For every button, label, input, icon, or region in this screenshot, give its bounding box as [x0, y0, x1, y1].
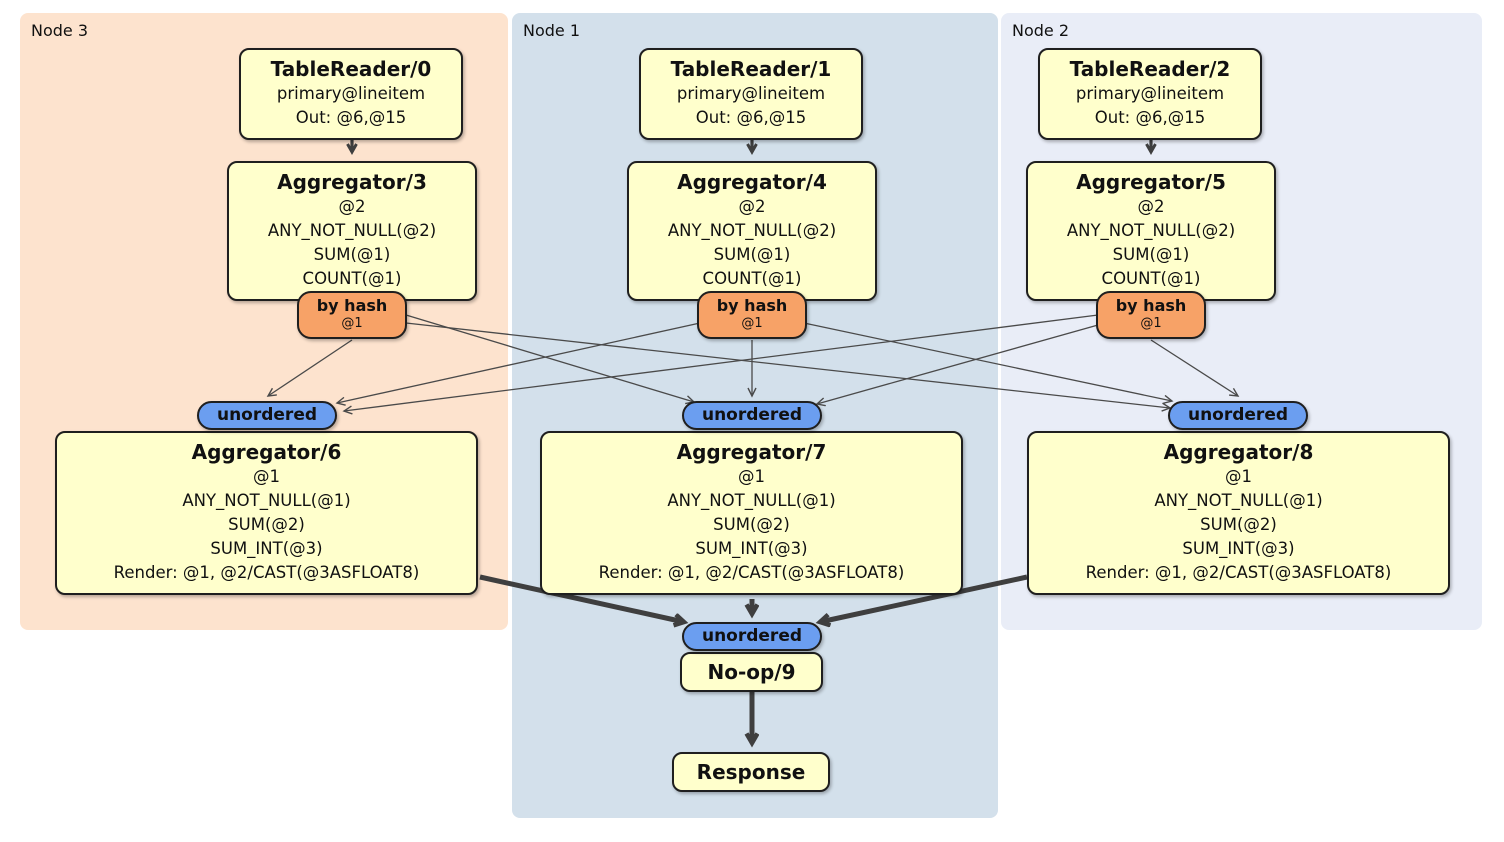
processor-detail: SUM_INT(@3): [210, 538, 323, 558]
table-reader-node: TableReader/0 primary@lineitem Out: @6,@…: [239, 48, 463, 140]
processor-detail: SUM(@2): [713, 514, 790, 534]
processor-detail: Render: @1, @2/CAST(@3ASFLOAT8): [113, 562, 420, 582]
table-reader-node: TableReader/2 primary@lineitem Out: @6,@…: [1038, 48, 1262, 140]
node-label: Node 1: [523, 21, 581, 40]
hash-router-node: by hash @1: [697, 291, 807, 339]
processor-title: TableReader/0: [270, 57, 432, 81]
processor-title: TableReader/2: [1069, 57, 1231, 81]
aggregator-node: Aggregator/8 @1 ANY_NOT_NULL(@1) SUM(@2)…: [1027, 431, 1450, 595]
processor-detail: SUM_INT(@3): [695, 538, 808, 558]
hash-router-fanout-edges: [268, 314, 1238, 411]
response-node: Response: [672, 752, 830, 792]
node-label: Node 2: [1012, 21, 1070, 40]
processor-detail: primary@lineitem: [1075, 84, 1225, 103]
unordered-sync-node: unordered: [1168, 401, 1308, 430]
processor-title: Aggregator/7: [676, 440, 827, 464]
processor-detail: ANY_NOT_NULL(@2): [1066, 220, 1236, 240]
unordered-sync-node: unordered: [682, 622, 822, 651]
processor-title: Aggregator/4: [677, 170, 827, 194]
processor-detail: COUNT(@1): [302, 268, 402, 288]
unordered-sync-node: unordered: [682, 401, 822, 430]
router-label: by hash: [316, 296, 388, 315]
processor-detail: Out: @6,@15: [1094, 107, 1206, 127]
processor-detail: SUM(@1): [713, 244, 791, 264]
hash-router-node: by hash @1: [297, 291, 407, 339]
hash-router-node: by hash @1: [1096, 291, 1206, 339]
processor-detail: SUM(@1): [1112, 244, 1190, 264]
processor-detail: @2: [738, 197, 766, 216]
processor-title: Aggregator/5: [1076, 170, 1226, 194]
processor-detail: ANY_NOT_NULL(@2): [267, 220, 437, 240]
processor-title: Aggregator/8: [1163, 440, 1314, 464]
processor-title: Aggregator/3: [277, 170, 427, 194]
aggregator-node: Aggregator/7 @1 ANY_NOT_NULL(@1) SUM(@2)…: [540, 431, 963, 595]
processor-detail: primary@lineitem: [676, 84, 826, 103]
aggregator-node: Aggregator/4 @2 ANY_NOT_NULL(@2) SUM(@1)…: [627, 161, 877, 301]
processor-title: No-op/9: [707, 660, 796, 684]
processor-detail: @1: [1225, 467, 1252, 486]
processor-detail: COUNT(@1): [1101, 268, 1201, 288]
aggregator-node: Aggregator/6 @1 ANY_NOT_NULL(@1) SUM(@2)…: [55, 431, 478, 595]
processor-detail: ANY_NOT_NULL(@1): [1154, 490, 1323, 510]
processor-detail: SUM(@1): [313, 244, 391, 264]
processor-detail: SUM_INT(@3): [1182, 538, 1295, 558]
unordered-sync-node: unordered: [197, 401, 337, 430]
noop-node: No-op/9: [680, 652, 823, 692]
processor-detail: Render: @1, @2/CAST(@3ASFLOAT8): [598, 562, 905, 582]
processor-detail: @2: [338, 197, 366, 216]
processor-title: TableReader/1: [670, 57, 832, 81]
processor-detail: ANY_NOT_NULL(@2): [667, 220, 837, 240]
node-label: Node 3: [31, 21, 89, 40]
final-merge-edges: [479, 574, 1028, 743]
processor-title: Aggregator/6: [191, 440, 342, 464]
router-label: by hash: [1115, 296, 1187, 315]
processor-detail: @1: [738, 467, 765, 486]
processor-detail: @2: [1137, 197, 1165, 216]
processor-detail: ANY_NOT_NULL(@1): [667, 490, 836, 510]
router-detail: @1: [341, 316, 363, 331]
processor-detail: SUM(@2): [228, 514, 305, 534]
processor-detail: primary@lineitem: [276, 84, 426, 103]
processor-detail: Out: @6,@15: [295, 107, 407, 127]
aggregator-node: Aggregator/5 @2 ANY_NOT_NULL(@2) SUM(@1)…: [1026, 161, 1276, 301]
processor-title: Response: [696, 760, 806, 784]
router-detail: @1: [1140, 316, 1162, 331]
router-detail: @1: [741, 316, 763, 331]
router-label: by hash: [716, 296, 788, 315]
processor-detail: @1: [253, 467, 280, 486]
processor-detail: SUM(@2): [1200, 514, 1277, 534]
aggregator-node: Aggregator/3 @2 ANY_NOT_NULL(@2) SUM(@1)…: [227, 161, 477, 301]
processor-detail: ANY_NOT_NULL(@1): [182, 490, 351, 510]
table-reader-node: TableReader/1 primary@lineitem Out: @6,@…: [639, 48, 863, 140]
processor-detail: Out: @6,@15: [695, 107, 807, 127]
processor-detail: Render: @1, @2/CAST(@3ASFLOAT8): [1085, 562, 1392, 582]
processor-detail: COUNT(@1): [702, 268, 802, 288]
